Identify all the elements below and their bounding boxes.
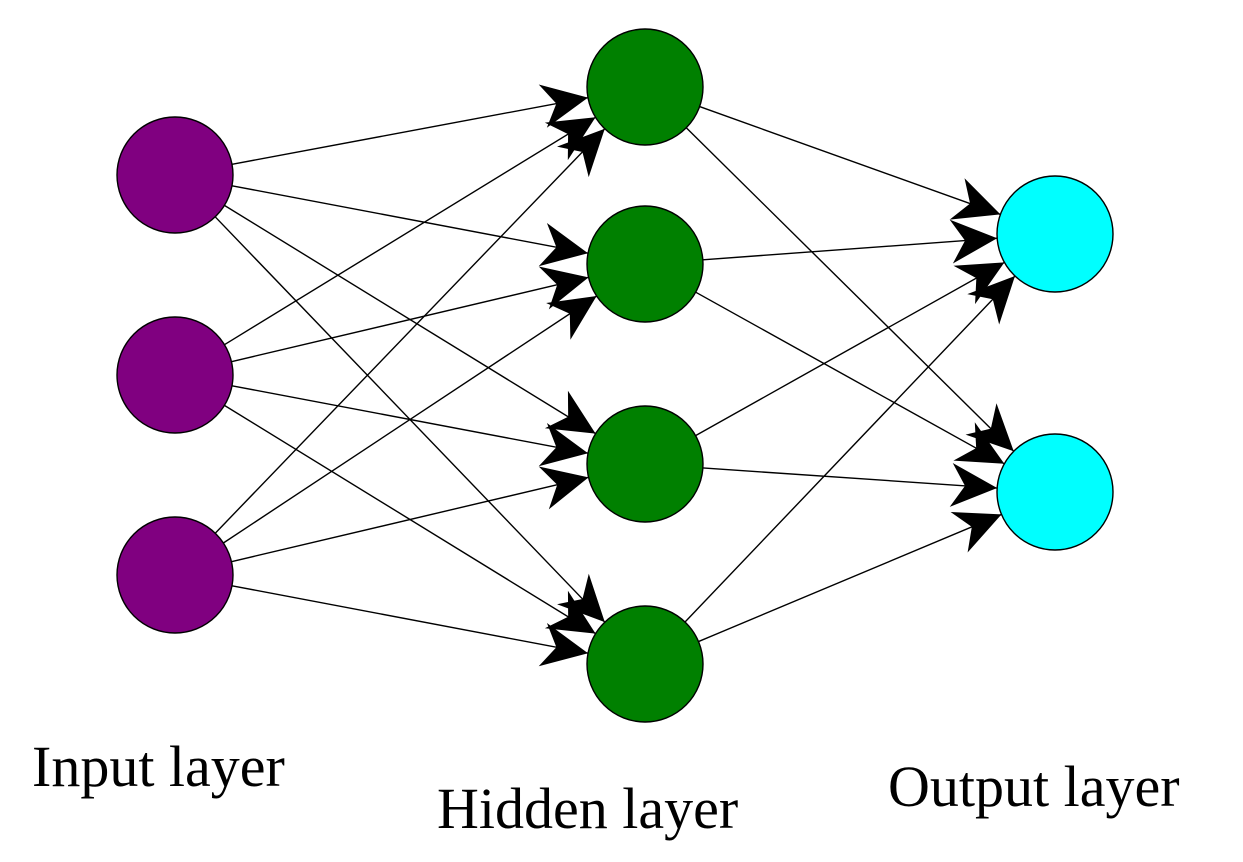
arrowhead-o0-1	[949, 178, 1001, 220]
arrowhead-h0-2	[544, 117, 596, 161]
edge-hidden-1-to-output-1	[699, 105, 1001, 216]
arrowhead-h1-3	[546, 296, 597, 340]
arrowhead-o1-2	[953, 422, 1005, 464]
arrowhead-h0-1	[538, 84, 588, 128]
output-node-2	[996, 433, 1114, 551]
arrowhead-h3-1	[557, 573, 605, 623]
input-node-2	[116, 316, 234, 434]
arrowhead-o0-3	[953, 262, 1005, 305]
hidden-node-3	[586, 405, 704, 523]
nodes-group	[116, 28, 1114, 723]
input-node-1	[116, 116, 234, 234]
arrowhead-h1-2	[538, 266, 589, 310]
edge-input-3-to-hidden-3	[231, 476, 589, 563]
edge-hidden-3-to-output-1	[695, 261, 1005, 437]
arrowhead-o1-1	[965, 403, 1014, 452]
arrowhead-h0-3	[557, 128, 605, 178]
output-layer-label: Output layer	[888, 754, 1180, 819]
hidden-node-1	[586, 28, 704, 146]
arrowhead-h2-3	[538, 466, 589, 510]
edge-hidden-1-to-output-2	[685, 127, 1015, 452]
connections-group	[214, 96, 1016, 654]
edge-hidden-3-to-output-2	[702, 467, 998, 489]
edge-hidden-4-to-output-1	[684, 275, 1016, 623]
arrowhead-o0-4	[967, 275, 1015, 325]
edge-hidden-2-to-output-2	[695, 291, 1005, 465]
edge-input-3-to-hidden-1	[214, 128, 606, 534]
edge-hidden-4-to-output-2	[698, 513, 1002, 643]
arrowhead-h2-1	[544, 390, 596, 434]
arrowhead-h3-2	[544, 590, 596, 634]
arrowhead-o1-3	[949, 462, 998, 507]
hidden-node-4	[586, 605, 704, 723]
edge-input-1-to-hidden-1	[231, 96, 589, 166]
hidden-layer-label: Hidden layer	[437, 776, 738, 841]
arrowhead-h1-1	[538, 223, 589, 267]
hidden-node-2	[586, 205, 704, 323]
arrowhead-h3-3	[538, 623, 589, 667]
arrowhead-o0-2	[949, 219, 998, 264]
edge-input-2-to-hidden-1	[224, 116, 596, 346]
arrowhead-h2-2	[538, 423, 589, 467]
edge-input-1-to-hidden-2	[231, 185, 589, 254]
edge-input-2-to-hidden-2	[231, 276, 589, 363]
arrowhead-o1-4	[950, 511, 1002, 553]
edge-hidden-2-to-output-1	[702, 237, 998, 261]
input-node-3	[116, 516, 234, 634]
arrowheads-group	[538, 84, 1015, 667]
output-node-1	[996, 175, 1114, 293]
input-layer-label: Input layer	[32, 734, 285, 799]
edge-input-3-to-hidden-4	[231, 585, 589, 654]
edge-input-3-to-hidden-2	[222, 295, 598, 544]
